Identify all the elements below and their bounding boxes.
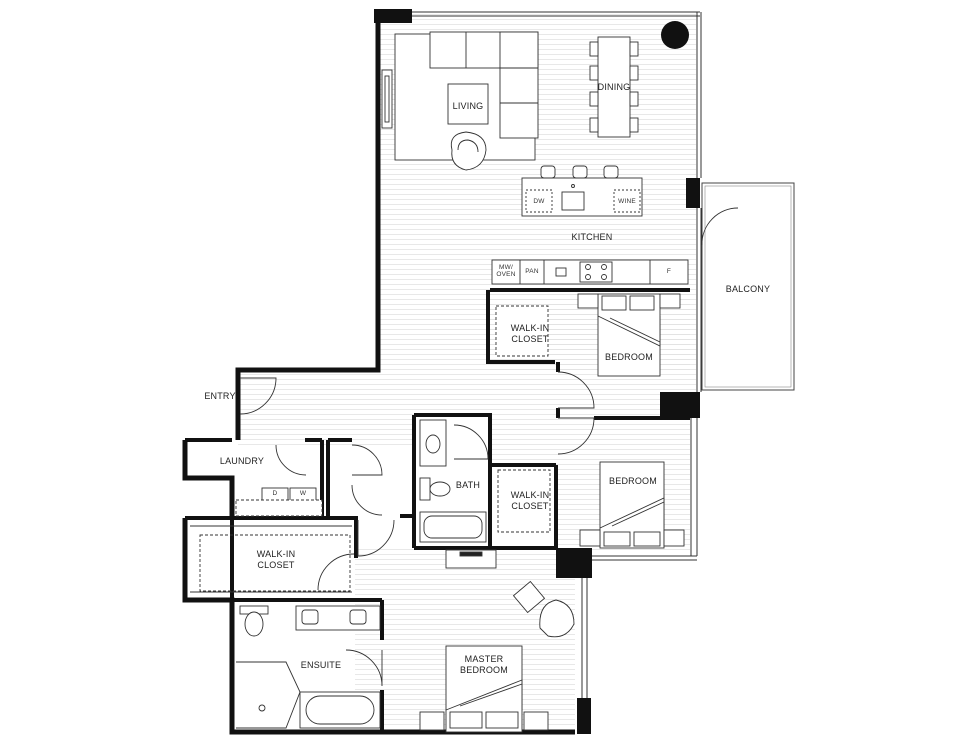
column	[661, 21, 689, 49]
doors	[239, 207, 739, 687]
label-master-line1: MASTER	[464, 654, 504, 664]
dining-furniture	[589, 36, 639, 138]
label-walkin1: WALK-IN CLOSET	[504, 323, 556, 345]
ensuite-fixtures	[236, 605, 381, 729]
wall-pier-4	[577, 698, 591, 734]
label-wine: WINE	[618, 198, 636, 205]
label-walkin3-line1: WALK-IN	[256, 549, 296, 559]
master-furniture	[419, 580, 575, 733]
label-ensuite: ENSUITE	[300, 660, 342, 670]
wall-corner-nw	[374, 9, 412, 23]
bedroom1-furniture	[495, 293, 681, 377]
interior-walls	[185, 288, 690, 732]
label-dw: DW	[533, 198, 545, 205]
label-dining: DINING	[597, 82, 631, 92]
wall-pier-1	[686, 178, 700, 208]
label-mw-oven: MW/ OVEN	[492, 264, 520, 278]
living-furniture	[381, 31, 539, 171]
label-master-line2: BEDROOM	[460, 665, 508, 675]
bedroom2-furniture	[497, 461, 685, 549]
label-walkin1-line1: WALK-IN	[510, 323, 550, 333]
label-living: LIVING	[452, 101, 484, 111]
wall-pier-3	[556, 548, 592, 578]
label-bedroom1: BEDROOM	[605, 352, 653, 362]
label-bedroom2: BEDROOM	[609, 476, 657, 486]
label-washer: W	[299, 490, 307, 497]
label-mw-line2: OVEN	[496, 271, 516, 278]
walkin3-fixtures	[190, 525, 352, 593]
label-laundry: LAUNDRY	[219, 456, 265, 466]
label-kitchen: KITCHEN	[571, 232, 613, 242]
label-balcony: BALCONY	[725, 284, 771, 294]
kitchen-fixtures	[491, 165, 689, 285]
label-bath: BATH	[455, 480, 481, 490]
label-fridge: F	[666, 268, 672, 275]
label-walkin2-line2: CLOSET	[511, 501, 549, 511]
wall-pier-2	[660, 392, 700, 418]
label-pan: PAN	[525, 268, 539, 275]
label-mw-line1: MW/	[499, 264, 513, 271]
label-entry: ENTRY	[204, 391, 236, 401]
window-walls	[412, 11, 702, 698]
label-walkin3-line2: CLOSET	[257, 560, 295, 570]
bath-fixtures	[419, 419, 497, 569]
label-walkin1-line2: CLOSET	[511, 334, 549, 344]
laundry-fixtures	[235, 487, 323, 517]
label-dryer: D	[272, 490, 278, 497]
balcony	[701, 182, 795, 391]
label-master: MASTER BEDROOM	[454, 654, 514, 676]
label-walkin2-line1: WALK-IN	[510, 490, 550, 500]
label-walkin3: WALK-IN CLOSET	[246, 549, 306, 571]
label-walkin2: WALK-IN CLOSET	[504, 490, 556, 512]
